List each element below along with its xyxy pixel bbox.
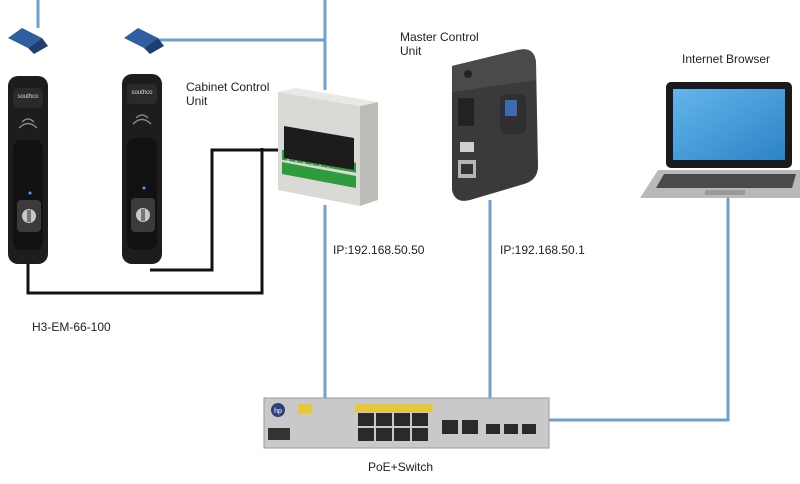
internet-browser-label: Internet Browser <box>682 52 771 66</box>
handle-model-label: H3-EM-66-100 <box>32 320 111 334</box>
handle-brand-left: southco <box>17 94 39 100</box>
master-control-label-line1: Master Control <box>400 30 479 44</box>
network-lines <box>36 0 730 422</box>
master-control-label-line2: Unit <box>400 44 422 58</box>
switch-label: PoE+Switch <box>368 460 434 474</box>
browser-to-switch-line <box>548 198 730 422</box>
electronic-handle-right: southco <box>122 74 162 264</box>
cabinet-control-unit <box>278 88 378 206</box>
switch-brand: hp <box>274 408 282 415</box>
wire-left-handle <box>26 148 264 295</box>
cabinet-control-label-line1: Cabinet Control <box>186 80 270 94</box>
wire-right-handle <box>150 148 278 272</box>
poe-switch: hp <box>263 397 550 449</box>
handle-wires <box>26 148 278 295</box>
master-control-label: Master Control Unit <box>400 30 479 58</box>
handle-brand-right: southco <box>131 90 153 96</box>
door-sensor-right <box>124 28 164 54</box>
door-sensor-left <box>8 28 48 54</box>
master-control-unit <box>452 49 538 201</box>
electronic-handle-left: southco <box>8 76 48 264</box>
cabinet-control-label: Cabinet Control Unit <box>186 80 269 108</box>
cabinet-control-label-line2: Unit <box>186 94 208 108</box>
laptop <box>640 82 800 198</box>
master-ip-label: IP:192.168.50.1 <box>500 243 585 257</box>
cabinet-ip-label: IP:192.168.50.50 <box>333 243 425 257</box>
